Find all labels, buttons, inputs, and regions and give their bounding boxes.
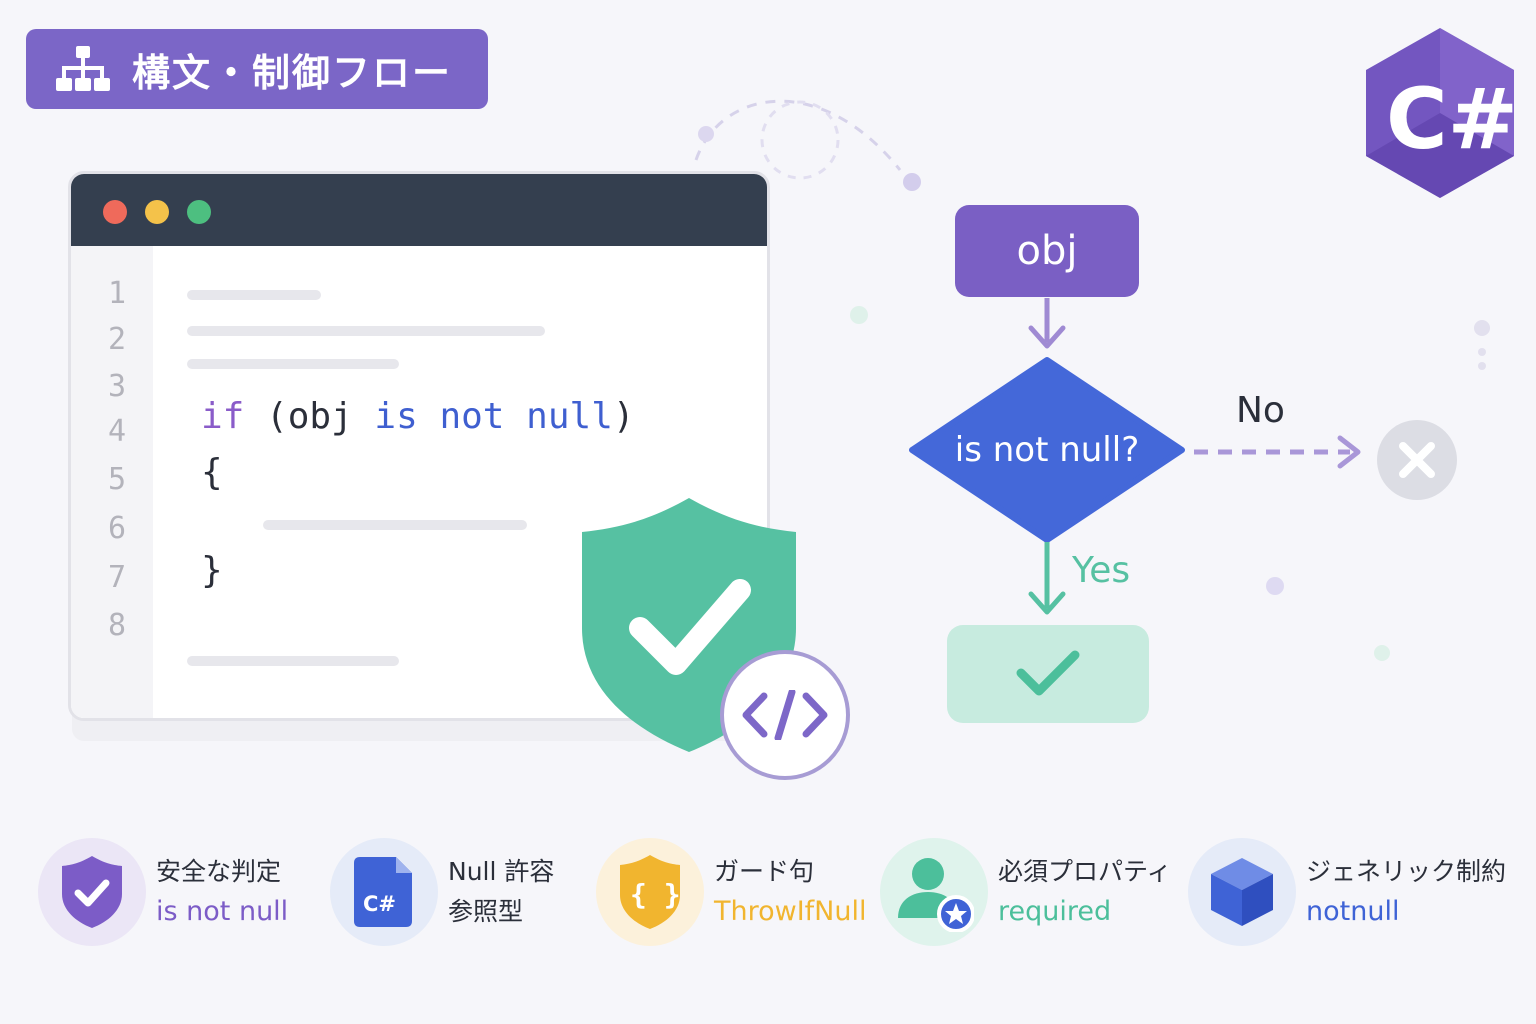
hierarchy-icon xyxy=(56,46,110,91)
close-icon xyxy=(1399,442,1435,478)
decorative-dot xyxy=(850,306,868,324)
code-placeholder-line xyxy=(187,326,545,336)
feature-title: Null 許容 xyxy=(448,857,555,886)
feature-icon-bg xyxy=(38,838,146,946)
person-star-icon xyxy=(898,858,974,932)
csharp-file-icon: C# xyxy=(354,857,412,927)
feature-title: ジェネリック制約 xyxy=(1306,857,1507,886)
feature-code: required xyxy=(998,896,1112,927)
decorative-dot xyxy=(1474,320,1490,336)
svg-text:C#: C# xyxy=(363,892,396,916)
flow-yes-label: Yes xyxy=(1072,550,1131,591)
line-number-gutter xyxy=(71,246,153,718)
feature-code: ThrowIfNull xyxy=(714,896,867,927)
code-open-brace: { xyxy=(201,452,223,493)
decorative-dot xyxy=(1478,362,1486,370)
braces-shield-icon: { } xyxy=(620,855,681,929)
keyword-null: null xyxy=(526,396,613,437)
feature-code: is not null xyxy=(156,896,289,927)
feature-title: ガード句 xyxy=(714,857,815,886)
decorative-orbit xyxy=(694,99,921,191)
svg-text:{ }: { } xyxy=(630,878,681,911)
feature-generic-constraint: ジェネリック制約 notnull xyxy=(1188,836,1506,948)
decorative-dot xyxy=(1374,645,1390,661)
flow-success-node xyxy=(947,625,1149,723)
cube-icon xyxy=(1211,858,1273,926)
feature-nullable-ref: C# Null 許容 参照型 xyxy=(330,836,554,948)
code-obj: (obj xyxy=(244,396,375,437)
line-number: 2 xyxy=(107,322,127,357)
code-placeholder-line xyxy=(187,290,321,300)
decorative-dot xyxy=(1266,577,1284,595)
line-number: 3 xyxy=(107,369,127,404)
section-header: 構文・制御フロー xyxy=(26,29,488,109)
decorative-dot xyxy=(1478,348,1486,356)
line-number: 4 xyxy=(107,414,127,449)
shield-check-icon xyxy=(62,856,122,928)
code-close-paren: ) xyxy=(612,396,635,437)
keyword-if: if xyxy=(201,396,245,437)
feature-title: 参照型 xyxy=(448,897,524,926)
line-number: 7 xyxy=(107,560,127,595)
minimize-window-dot[interactable] xyxy=(145,200,169,224)
flow-no-label: No xyxy=(1236,390,1285,431)
feature-icon-bg xyxy=(880,838,988,946)
feature-icon-bg: { } xyxy=(596,838,704,946)
editor-titlebar xyxy=(71,174,767,246)
feature-code: notnull xyxy=(1306,896,1400,927)
check-icon xyxy=(1016,650,1080,696)
feature-guard-clause: { } ガード句 ThrowIfNull xyxy=(596,836,867,948)
line-number: 1 xyxy=(107,276,127,311)
feature-icon-bg: C# xyxy=(330,838,438,946)
flow-reject-node xyxy=(1377,420,1457,500)
csharp-logo: C# xyxy=(1366,28,1518,198)
code-tag-icon xyxy=(720,650,850,780)
svg-text:C#: C# xyxy=(1386,70,1518,168)
feature-title: 安全な判定 xyxy=(156,857,282,886)
maximize-window-dot[interactable] xyxy=(187,200,211,224)
keyword-is: is xyxy=(374,396,418,437)
code-placeholder-line xyxy=(187,359,399,369)
keyword-not: not xyxy=(439,396,505,437)
section-title: 構文・制御フロー xyxy=(132,50,453,95)
feature-required-property: 必須プロパティ required xyxy=(880,836,1172,948)
code-line-if: if (obj is not null) xyxy=(201,396,635,437)
flow-decision-label: is not null? xyxy=(954,430,1140,470)
line-number: 6 xyxy=(107,511,127,546)
code-placeholder-line xyxy=(187,656,399,666)
feature-title: 必須プロパティ xyxy=(998,857,1172,886)
code-close-brace: } xyxy=(201,550,223,591)
feature-safe-check: 安全な判定 is not null xyxy=(38,836,288,948)
line-number: 8 xyxy=(107,608,127,643)
code-placeholder-line xyxy=(263,520,527,530)
flowchart-connectors xyxy=(909,298,1361,615)
close-window-dot[interactable] xyxy=(103,200,127,224)
flow-start-node: obj xyxy=(955,205,1139,297)
line-number: 5 xyxy=(107,462,127,497)
feature-icon-bg xyxy=(1188,838,1296,946)
